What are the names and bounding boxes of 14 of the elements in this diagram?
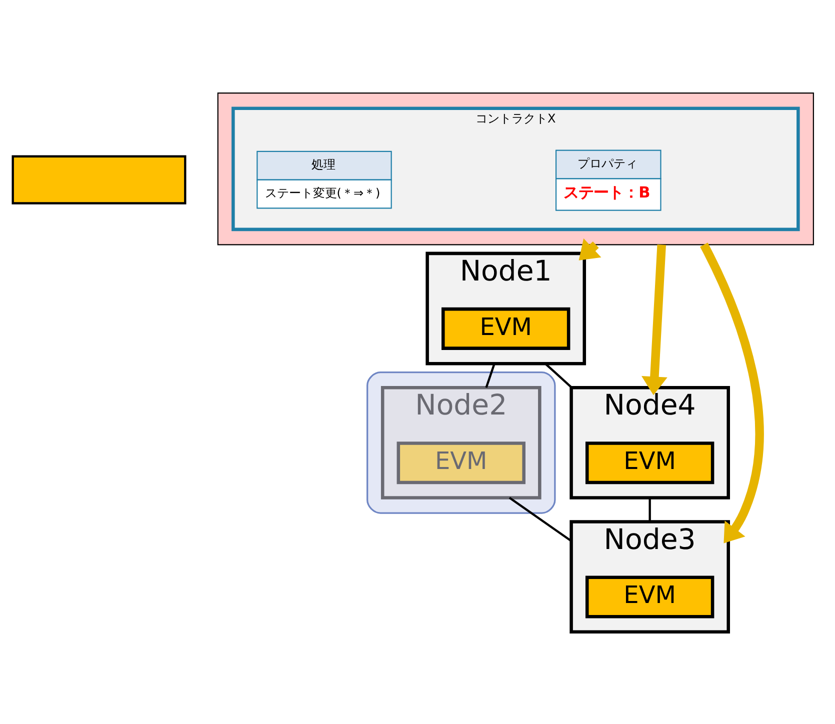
node-box: EVM [585,441,714,484]
cluster [366,371,556,514]
connector [485,362,496,388]
connector [544,362,572,388]
node-box [12,154,186,204]
arrow [642,244,668,395]
connector [648,497,651,522]
connector [508,496,572,542]
arrow [578,238,602,260]
arrow [700,242,764,543]
node-box: EVM [442,306,570,350]
node-box: EVM [585,575,714,618]
node-box: EVM [396,441,526,484]
cluster [217,92,814,245]
